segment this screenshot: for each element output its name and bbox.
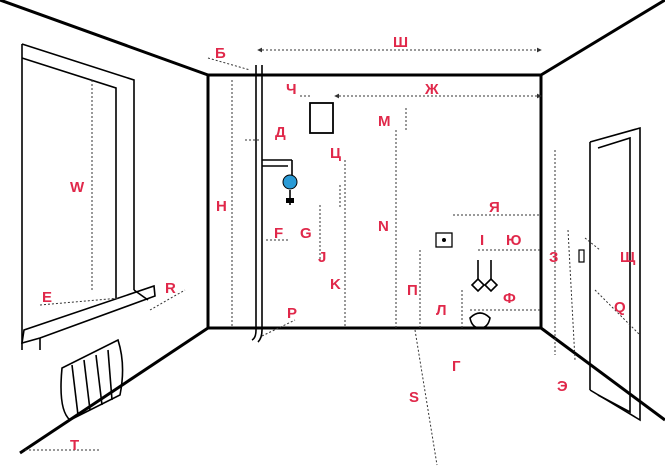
label-p-cyr: П <box>407 282 418 299</box>
label-g: G <box>300 225 312 242</box>
label-d: Д <box>275 124 286 141</box>
socket <box>435 232 453 248</box>
label-p: P <box>287 305 297 322</box>
pipe <box>251 65 298 343</box>
label-b: Б <box>215 45 226 62</box>
label-shch: Щ <box>620 249 636 266</box>
label-n: N <box>378 218 389 235</box>
label-sh: Ш <box>393 34 408 51</box>
label-yu: Ю <box>506 232 521 249</box>
label-ts: Ц <box>330 145 341 162</box>
label-ge: Г <box>452 358 461 375</box>
dimension-lines <box>25 47 641 466</box>
label-s: S <box>409 389 419 406</box>
label-t: T <box>70 437 79 454</box>
room-walls <box>0 0 665 455</box>
door <box>578 126 641 422</box>
label-k: K <box>330 276 341 293</box>
label-zh: Ж <box>424 81 439 98</box>
labels: Б Ш Ч Ж Д М Ц W H N Я F G I Ю J З Щ K П … <box>42 34 636 454</box>
label-z: З <box>549 249 558 266</box>
radiator <box>60 338 124 421</box>
label-m: М <box>378 113 391 130</box>
label-ef: Ф <box>503 290 516 307</box>
label-r: R <box>165 280 176 297</box>
taps <box>469 260 499 329</box>
label-j: J <box>318 249 326 266</box>
label-f: F <box>274 225 283 242</box>
label-q: Q <box>614 299 626 316</box>
label-ch: Ч <box>286 81 297 98</box>
label-w: W <box>70 179 85 196</box>
label-i: I <box>480 232 484 249</box>
label-e: E <box>42 289 52 306</box>
window <box>21 43 156 350</box>
label-h: H <box>216 198 227 215</box>
wall-box <box>309 102 334 134</box>
label-l-cyr: Л <box>436 302 447 319</box>
label-eh: Э <box>557 378 568 395</box>
label-ya: Я <box>489 199 500 216</box>
